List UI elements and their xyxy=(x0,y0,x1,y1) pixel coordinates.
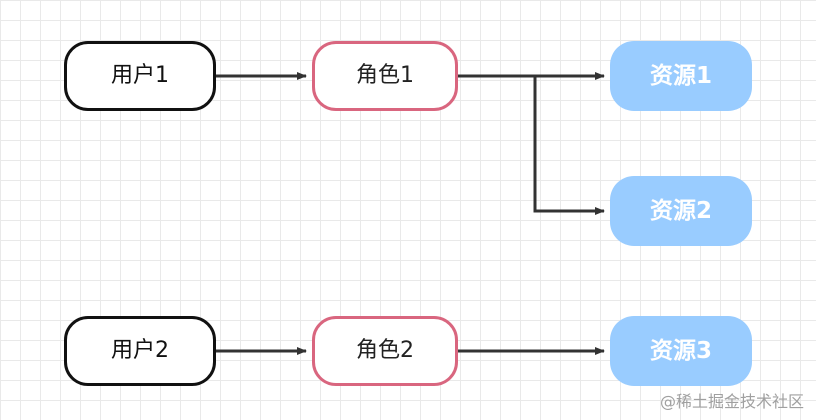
user-node-2[interactable]: 用户2 xyxy=(64,316,216,386)
watermark: @稀土掘金技术社区 xyxy=(659,392,804,411)
resource-node-2[interactable]: 资源2 xyxy=(610,176,752,246)
resource-node-1[interactable]: 资源1 xyxy=(610,41,752,111)
edge-role1-resource2 xyxy=(533,76,605,215)
role-node-1[interactable]: 角色1 xyxy=(312,41,458,111)
role-node-2[interactable]: 角色2 xyxy=(312,316,458,386)
user-node-1[interactable]: 用户1 xyxy=(64,41,216,111)
resource-node-3[interactable]: 资源3 xyxy=(610,316,752,386)
